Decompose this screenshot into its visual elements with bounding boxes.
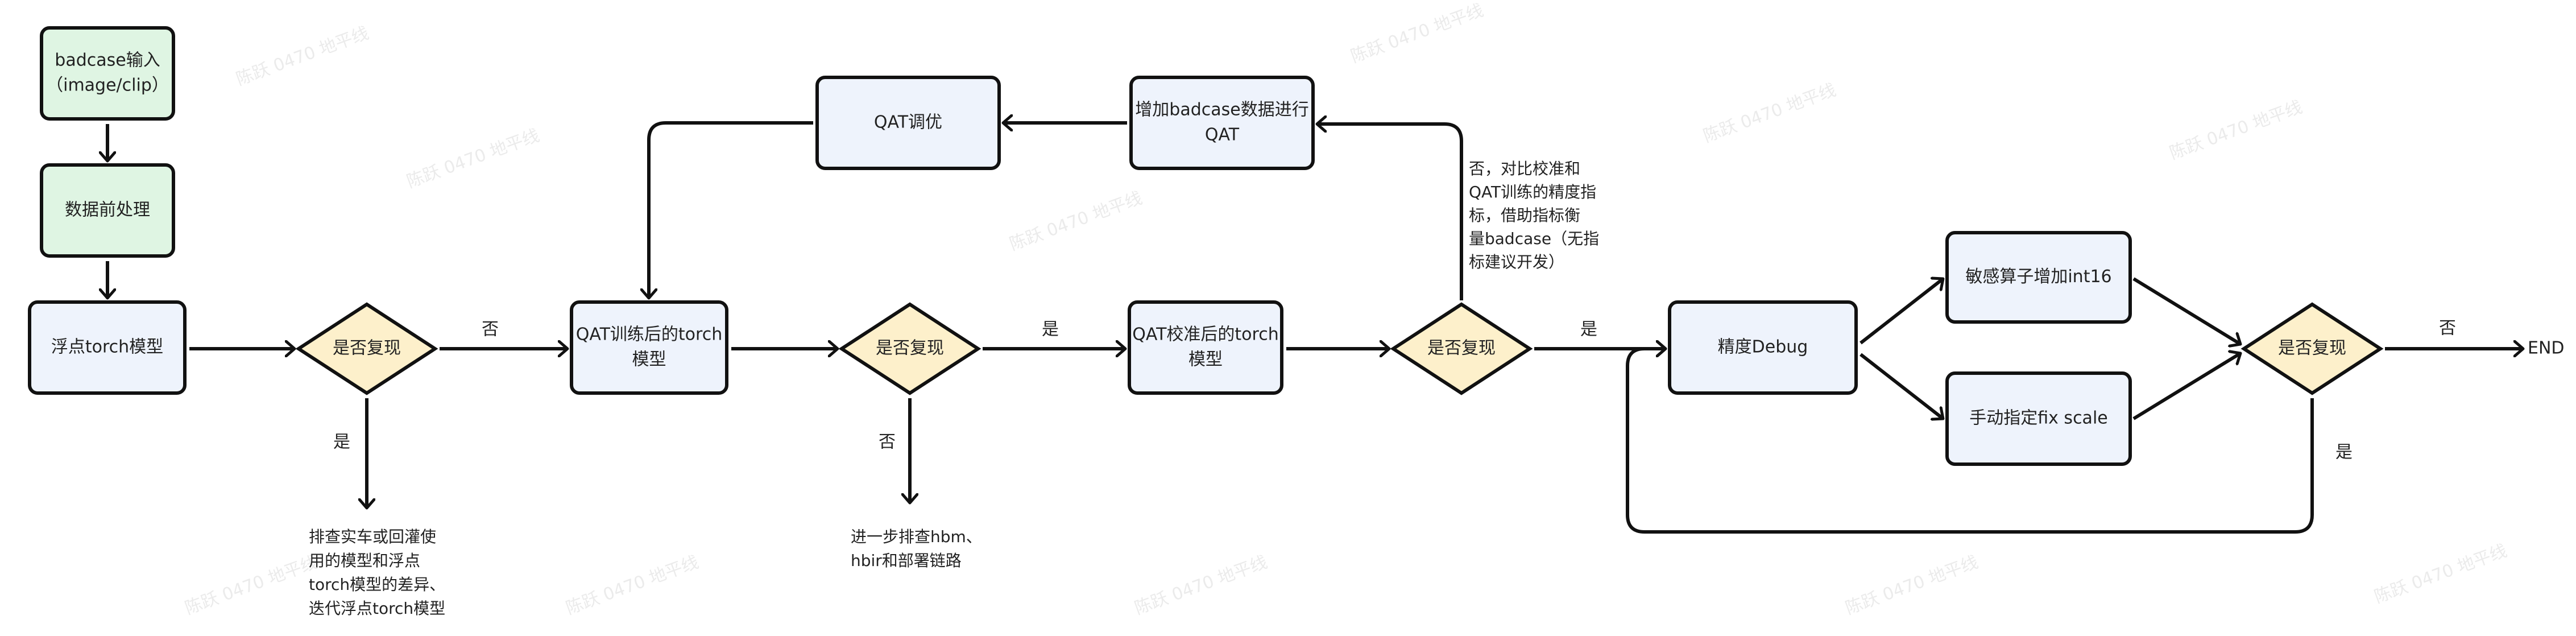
watermark-text: 陈跃 0470 地平线 (1007, 188, 1145, 255)
watermark-text: 陈跃 0470 地平线 (1843, 552, 1981, 619)
watermark-text: 陈跃 0470 地平线 (564, 552, 702, 619)
node-label: （image/clip） (46, 76, 169, 96)
node-label: 是否复现 (333, 338, 401, 358)
watermark-text: 陈跃 0470 地平线 (1701, 80, 1839, 147)
note-line: 用的模型和浮点 (309, 551, 420, 570)
decision-decision2[interactable]: 是否复现 (838, 302, 981, 395)
node-label: 浮点torch模型 (51, 337, 163, 357)
watermark-text: 陈跃 0470 地平线 (234, 23, 372, 90)
note-line: 标建议开发） (1469, 253, 1564, 271)
node-label: 敏感算子增加int16 (1965, 267, 2111, 287)
node-label: 是否复现 (1427, 338, 1496, 358)
watermark-text: 陈跃 0470 地平线 (1348, 1, 1486, 67)
node-preprocess[interactable]: 数据前处理 (40, 163, 175, 258)
edges (107, 121, 2523, 534)
edge-d3-no (1317, 124, 1463, 300)
node-label: 是否复现 (876, 338, 944, 358)
node-label: 数据前处理 (65, 200, 150, 220)
node-float-model[interactable]: 浮点torch模型 (28, 300, 187, 395)
edge-debug-to-fixscale (1859, 353, 1943, 419)
watermark-text: 陈跃 0470 地平线 (2167, 97, 2305, 164)
edge-fixscale-to-d4 (2132, 353, 2240, 420)
node-label: 精度Debug (1718, 337, 1808, 357)
text-labels: 否是是否是否是END排查实车或回灌使用的模型和浮点torch模型的差异、迭代浮点… (309, 159, 2565, 618)
node-label: badcase输入 (55, 51, 160, 71)
edge-label-d4-no: 否 (2439, 319, 2456, 338)
edge-label-d1-no: 否 (482, 320, 499, 340)
watermark-text: 陈跃 0470 地平线 (183, 552, 321, 619)
note-line: 标，借助指标衡 (1469, 206, 1580, 225)
edge-d4-yes (1626, 349, 2314, 534)
watermark-text: 陈跃 0470 地平线 (2372, 541, 2510, 608)
node-label: QAT训练后的torch (576, 325, 722, 345)
edge-debug-to-int16 (1859, 279, 1943, 345)
node-label: 模型 (1188, 350, 1223, 370)
node-label: 是否复现 (2278, 338, 2346, 358)
node-label: 增加badcase数据进行 (1135, 100, 1308, 120)
edge-label-d1-yes: 是 (333, 432, 350, 452)
node-qat-calibrated[interactable]: QAT校准后的torch 模型 (1128, 300, 1283, 395)
note-line: QAT训练的精度指 (1469, 183, 1596, 201)
node-qat-trained[interactable]: QAT训练后的torch 模型 (570, 300, 728, 395)
node-badcase-input[interactable]: badcase输入 （image/clip） (40, 26, 175, 121)
node-fix-scale[interactable]: 手动指定fix scale (1945, 371, 2132, 466)
edge-int16-to-d4 (2132, 277, 2240, 344)
node-label: QAT校准后的torch (1132, 325, 1278, 345)
decision-decision3[interactable]: 是否复现 (1390, 302, 1533, 395)
node-add-badcase-qat[interactable]: 增加badcase数据进行 QAT (1129, 76, 1315, 170)
end-label: END (2528, 338, 2565, 358)
edge-label-d2-no: 否 (879, 432, 896, 452)
note-line: 否，对比校准和 (1469, 159, 1580, 178)
watermark-text: 陈跃 0470 地平线 (404, 126, 542, 192)
decision-decision4[interactable]: 是否复现 (2240, 302, 2384, 395)
note-line: 迭代浮点torch模型 (309, 599, 445, 618)
edge-label-d2-yes: 是 (1042, 320, 1059, 340)
node-precision-debug[interactable]: 精度Debug (1668, 300, 1858, 395)
edge-label-d4-yes: 是 (2335, 443, 2353, 462)
note-line: 进一步排查hbm、 (851, 527, 982, 546)
watermark-text: 陈跃 0470 地平线 (1132, 552, 1270, 619)
edge-label-d3-yes: 是 (1580, 320, 1597, 340)
note-line: 排查实车或回灌使 (309, 527, 436, 546)
node-label: QAT调优 (874, 113, 942, 133)
note-line: hbir和部署链路 (851, 551, 962, 570)
node-label: 手动指定fix scale (1969, 408, 2108, 428)
edge-tune-to-qat-trained (649, 121, 813, 298)
note-line: 量badcase（无指 (1469, 229, 1599, 248)
node-qat-tune[interactable]: QAT调优 (815, 76, 1001, 170)
note-line: torch模型的差异、 (309, 575, 445, 594)
node-label: 模型 (632, 350, 666, 370)
node-label: QAT (1205, 125, 1240, 145)
node-int16[interactable]: 敏感算子增加int16 (1945, 231, 2132, 324)
decision-decision1[interactable]: 是否复现 (295, 302, 438, 395)
note-d2-no-note: 进一步排查hbm、 hbir和部署链路 (851, 527, 982, 570)
